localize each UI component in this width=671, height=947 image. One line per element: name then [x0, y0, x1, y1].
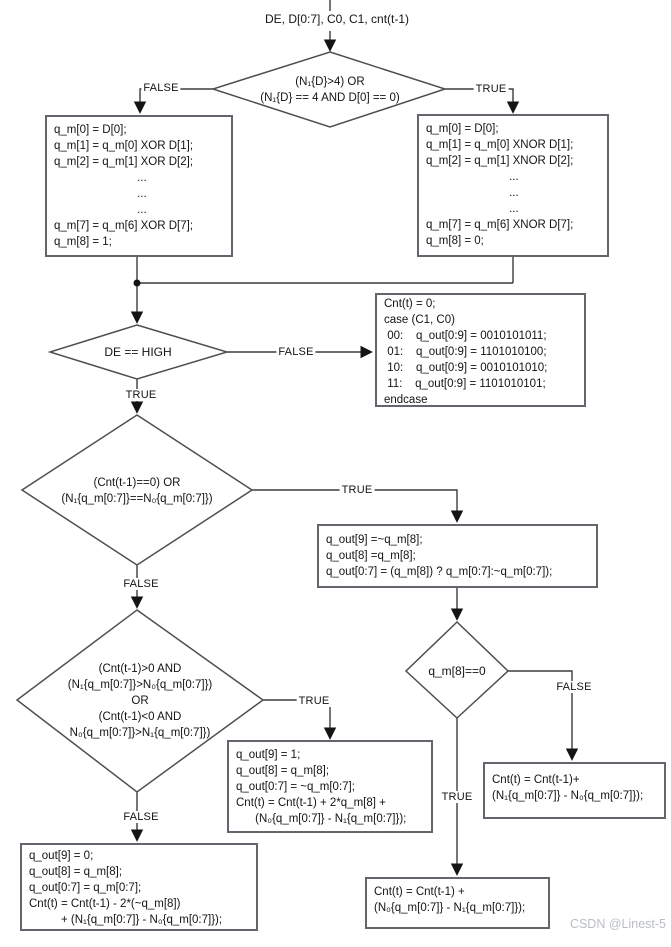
decision1-false-label: FALSE	[141, 82, 181, 94]
decision3-true-arrow	[252, 489, 464, 523]
xnor-encode-box: q_m[0] = D[0];q_m[1] = q_m[0] XNOR D[1];…	[417, 114, 609, 257]
cnt-update-false-box: Cnt(t) = Cnt(t-1)+(N₁{q_m[0:7]} - N₀{q_m…	[483, 762, 666, 819]
decision5-false-arrow	[508, 670, 579, 761]
decision3-true-label: TRUE	[339, 484, 375, 496]
control-case-box: Cnt(t) = 0;case (C1, C0) 00: q_out[0:9] …	[375, 293, 586, 407]
decision2-true-label: TRUE	[123, 389, 159, 401]
decision1-true-label: TRUE	[473, 83, 509, 95]
keep-output-box: q_out[9] = 0;q_out[8] = q_m[8];q_out[0:7…	[20, 843, 258, 931]
decision5-false-label: FALSE	[554, 681, 594, 693]
decision3-text: (Cnt(t-1)==0) OR(N₁{q_m[0:7]}==N₀{q_m[0:…	[61, 477, 213, 505]
decision5-text: q_m[8]==0	[428, 664, 486, 678]
decision2-false-label: FALSE	[276, 346, 316, 358]
balanced-output-box: q_out[9] =~q_m[8];q_out[8] =q_m[8];q_out…	[317, 524, 598, 588]
decision3-diamond	[20, 414, 254, 566]
xor-encode-box: q_m[0] = D[0];q_m[1] = q_m[0] XOR D[1];q…	[45, 115, 233, 257]
decision5-diamond	[404, 620, 510, 720]
decision2-text: DE == HIGH	[104, 345, 172, 359]
decision4-diamond	[15, 609, 265, 793]
decision4-true-label: TRUE	[296, 695, 332, 707]
decision1-false-arrow	[133, 88, 213, 114]
decision2-diamond	[47, 324, 230, 380]
decision5-true-label: TRUE	[439, 791, 475, 803]
decision1-diamond	[210, 51, 448, 128]
decision1-text: (N₁{D}>4) OR(N₁{D} == 4 AND D[0] == 0)	[260, 76, 400, 104]
invert-output-box: q_out[9] = 1;q_out[8] = q_m[8];q_out[0:7…	[227, 740, 433, 833]
decision4-false-label: FALSE	[121, 811, 161, 823]
entry-label: DE, D[0:7], C0, C1, cnt(t-1)	[261, 12, 413, 26]
decision4-text: (Cnt(t-1)>0 AND(N₁{q_m[0:7]}>N₀{q_m[0:7]…	[67, 663, 213, 739]
cnt-update-true-box: Cnt(t) = Cnt(t-1) +(N₀{q_m[0:7]} - N₁{q_…	[365, 877, 550, 929]
decision3-false-label: FALSE	[121, 578, 161, 590]
csdn-watermark: CSDN @Linest-5	[569, 917, 666, 931]
decision1-true-arrow	[445, 88, 520, 114]
merge-junction-dot	[133, 279, 141, 287]
